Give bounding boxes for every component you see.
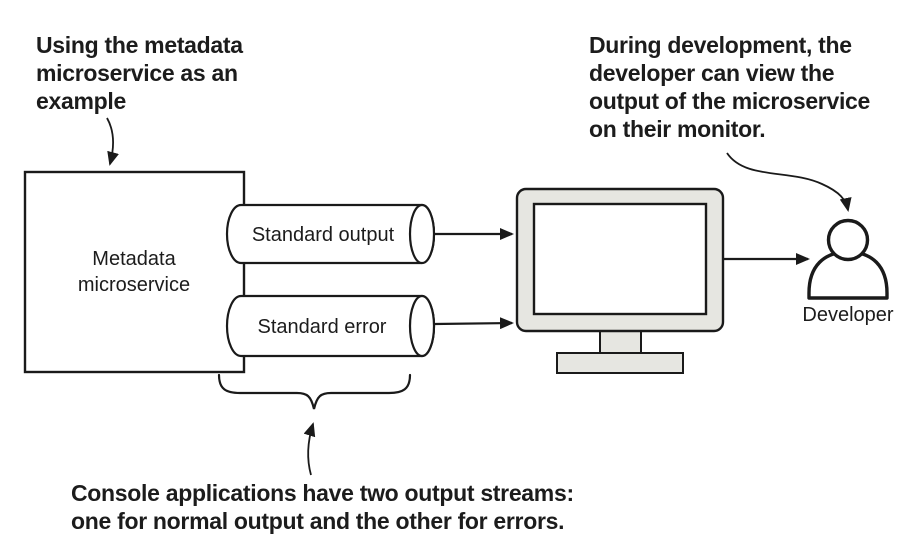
annotation-bottom: Console applications have two output str… [71, 479, 574, 535]
annotation-arrow-to-brace [303, 422, 316, 476]
annotation-line: one for normal output and the other for … [71, 508, 565, 534]
annotation-line: During development, the [589, 32, 852, 58]
standard-output-label: Standard output [252, 224, 395, 246]
annotation-arrow-to-developer [726, 152, 852, 212]
standard-error-label: Standard error [258, 316, 387, 338]
service-box-label-line1: Metadata [92, 248, 176, 270]
annotation-top-right: During development, the developer can vi… [589, 31, 870, 143]
annotation-line: developer can view the [589, 60, 835, 86]
monitor-stand-neck [599, 330, 642, 354]
monitor-stand-base [556, 352, 684, 374]
annotation-line: microservice as an [36, 60, 238, 86]
standard-error-cylinder-cap [408, 294, 436, 358]
developer-head-icon [826, 218, 870, 262]
annotation-arrow-to-box [106, 117, 119, 166]
stderr-to-monitor-arrow [434, 317, 514, 330]
developer-label: Developer [802, 304, 894, 326]
annotation-top-left: Using the metadata microservice as an ex… [36, 31, 243, 115]
annotation-line: on their monitor. [589, 116, 766, 142]
monitor-screen [532, 202, 708, 316]
annotation-line: Using the metadata [36, 32, 243, 58]
annotation-line: output of the microservice [589, 88, 871, 114]
service-box-label-line2: microservice [78, 274, 190, 296]
annotation-line: example [36, 88, 126, 114]
streams-brace [217, 373, 412, 410]
annotation-line: Console applications have two output str… [71, 480, 574, 506]
standard-output-cylinder-cap [408, 203, 436, 265]
metadata-microservice-box [23, 170, 246, 374]
